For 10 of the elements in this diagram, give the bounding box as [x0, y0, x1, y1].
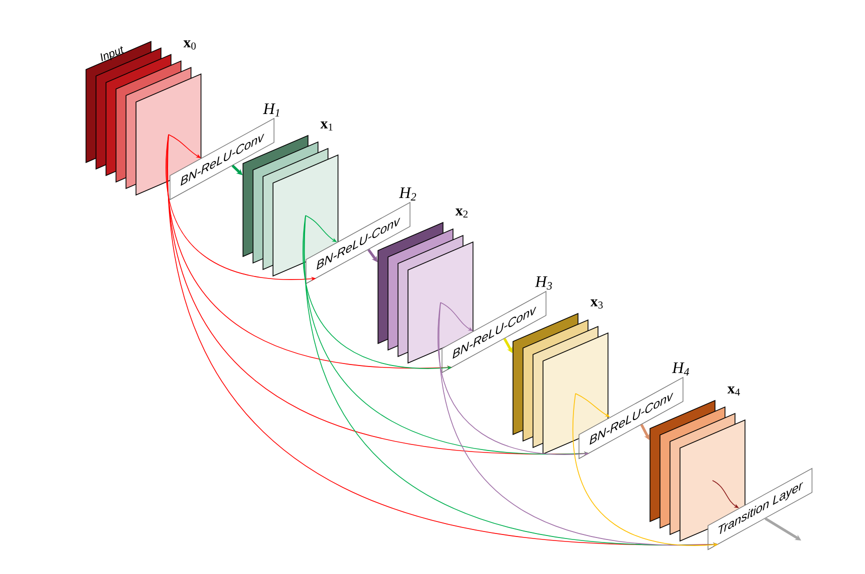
feature-label: x$_{2}$: [455, 208, 468, 218]
layer-label: H$_{2}$: [399, 187, 416, 201]
layer-label: H$_{3}$: [535, 276, 552, 290]
input-label: Input: [100, 46, 124, 62]
feature-label: x$_{0}$: [183, 40, 196, 50]
layer-label: H$_{1}$: [263, 103, 280, 117]
feature-label: x$_{3}$: [590, 299, 603, 309]
layer-label: H$_{4}$: [672, 362, 690, 376]
feature-label: x$_{4}$: [727, 386, 740, 396]
feature-label: x$_{1}$: [320, 121, 332, 131]
